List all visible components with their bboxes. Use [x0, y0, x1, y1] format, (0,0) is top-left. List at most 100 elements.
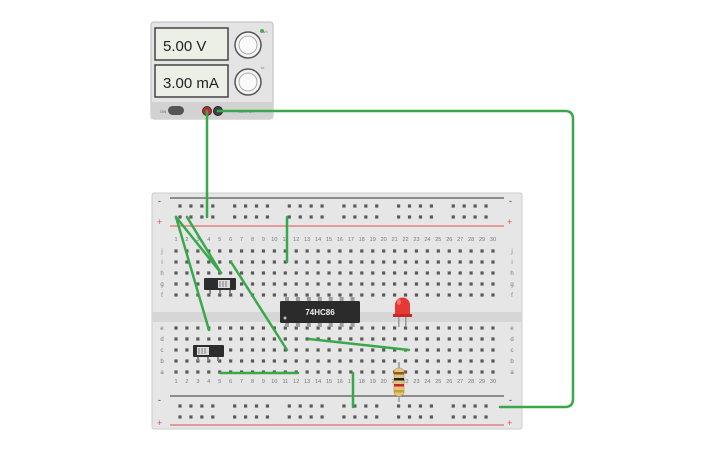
breadboard-hole[interactable]: [429, 204, 433, 208]
breadboard-hole[interactable]: [382, 249, 386, 253]
breadboard-hole[interactable]: [218, 359, 222, 363]
breadboard-hole[interactable]: [491, 249, 495, 253]
breadboard-hole[interactable]: [342, 404, 346, 408]
breadboard-hole[interactable]: [491, 348, 495, 352]
breadboard-hole[interactable]: [375, 204, 379, 208]
breadboard-hole[interactable]: [425, 337, 429, 341]
breadboard-hole[interactable]: [229, 359, 233, 363]
breadboard-hole[interactable]: [294, 271, 298, 275]
breadboard-hole[interactable]: [360, 326, 364, 330]
breadboard-hole[interactable]: [327, 293, 331, 297]
breadboard-hole[interactable]: [360, 282, 364, 286]
breadboard-hole[interactable]: [342, 415, 346, 419]
breadboard-hole[interactable]: [458, 348, 462, 352]
breadboard-hole[interactable]: [185, 337, 189, 341]
breadboard-hole[interactable]: [414, 293, 419, 297]
breadboard-hole[interactable]: [425, 282, 429, 286]
breadboard-hole[interactable]: [196, 326, 200, 330]
breadboard-hole[interactable]: [414, 249, 419, 253]
breadboard-hole[interactable]: [382, 348, 386, 352]
breadboard-hole[interactable]: [338, 326, 342, 330]
breadboard-hole[interactable]: [447, 326, 451, 330]
breadboard-hole[interactable]: [436, 370, 440, 374]
breadboard-hole[interactable]: [305, 249, 309, 253]
breadboard-hole[interactable]: [305, 271, 309, 275]
breadboard-hole[interactable]: [338, 282, 342, 286]
breadboard-hole[interactable]: [283, 348, 287, 352]
breadboard-hole[interactable]: [382, 370, 386, 374]
breadboard-hole[interactable]: [185, 348, 189, 352]
breadboard-hole[interactable]: [320, 404, 324, 408]
breadboard-hole[interactable]: [360, 260, 364, 264]
breadboard-hole[interactable]: [436, 326, 440, 330]
breadboard-hole[interactable]: [425, 370, 429, 374]
breadboard-hole[interactable]: [218, 249, 222, 253]
resistor[interactable]: [393, 362, 405, 402]
breadboard-hole[interactable]: [447, 293, 451, 297]
breadboard-hole[interactable]: [185, 359, 189, 363]
breadboard-hole[interactable]: [360, 348, 364, 352]
breadboard-hole[interactable]: [418, 415, 423, 419]
breadboard-hole[interactable]: [393, 359, 397, 363]
breadboard-hole[interactable]: [473, 404, 477, 408]
breadboard-hole[interactable]: [178, 404, 182, 408]
breadboard-hole[interactable]: [436, 337, 440, 341]
breadboard-hole[interactable]: [480, 282, 484, 286]
breadboard-hole[interactable]: [371, 249, 375, 253]
breadboard-hole[interactable]: [178, 204, 182, 208]
breadboard-hole[interactable]: [320, 415, 324, 419]
breadboard-hole[interactable]: [458, 370, 462, 374]
breadboard-hole[interactable]: [327, 326, 331, 330]
breadboard-hole[interactable]: [196, 260, 200, 264]
breadboard-hole[interactable]: [327, 260, 331, 264]
breadboard-holes[interactable]: [174, 204, 495, 419]
breadboard-hole[interactable]: [305, 337, 309, 341]
breadboard-hole[interactable]: [458, 271, 462, 275]
breadboard-hole[interactable]: [305, 326, 309, 330]
breadboard-hole[interactable]: [393, 271, 397, 275]
breadboard-hole[interactable]: [480, 326, 484, 330]
breadboard-hole[interactable]: [233, 415, 237, 419]
breadboard-hole[interactable]: [393, 348, 397, 352]
breadboard-hole[interactable]: [469, 326, 473, 330]
breadboard-hole[interactable]: [371, 326, 375, 330]
breadboard-hole[interactable]: [316, 359, 320, 363]
breadboard-hole[interactable]: [316, 282, 320, 286]
breadboard-hole[interactable]: [283, 326, 287, 330]
breadboard-hole[interactable]: [261, 249, 266, 253]
breadboard-hole[interactable]: [196, 370, 200, 374]
breadboard-hole[interactable]: [364, 204, 368, 208]
breadboard-hole[interactable]: [185, 271, 189, 275]
breadboard-hole[interactable]: [218, 337, 222, 341]
breadboard-hole[interactable]: [403, 359, 408, 363]
breadboard-hole[interactable]: [338, 271, 342, 275]
breadboard-hole[interactable]: [480, 249, 484, 253]
breadboard-hole[interactable]: [239, 293, 244, 297]
breadboard-hole[interactable]: [200, 215, 204, 219]
breadboard-hole[interactable]: [469, 293, 473, 297]
breadboard-hole[interactable]: [196, 249, 200, 253]
breadboard-hole[interactable]: [174, 370, 178, 374]
breadboard-hole[interactable]: [360, 249, 364, 253]
breadboard-hole[interactable]: [207, 293, 211, 297]
breadboard-hole[interactable]: [491, 271, 495, 275]
breadboard-hole[interactable]: [239, 271, 244, 275]
breadboard-hole[interactable]: [382, 271, 386, 275]
breadboard-hole[interactable]: [451, 215, 455, 219]
breadboard-hole[interactable]: [429, 415, 433, 419]
breadboard-hole[interactable]: [414, 282, 419, 286]
breadboard-hole[interactable]: [462, 204, 466, 208]
breadboard-hole[interactable]: [196, 282, 200, 286]
breadboard-hole[interactable]: [429, 404, 433, 408]
breadboard-hole[interactable]: [254, 415, 259, 419]
breadboard-hole[interactable]: [458, 359, 462, 363]
breadboard-hole[interactable]: [393, 282, 397, 286]
breadboard-hole[interactable]: [397, 204, 401, 208]
breadboard-hole[interactable]: [484, 204, 488, 208]
breadboard-hole[interactable]: [211, 215, 215, 219]
breadboard-hole[interactable]: [436, 359, 440, 363]
breadboard-hole[interactable]: [360, 271, 364, 275]
breadboard-hole[interactable]: [414, 271, 419, 275]
breadboard-hole[interactable]: [447, 260, 451, 264]
breadboard-hole[interactable]: [469, 370, 473, 374]
